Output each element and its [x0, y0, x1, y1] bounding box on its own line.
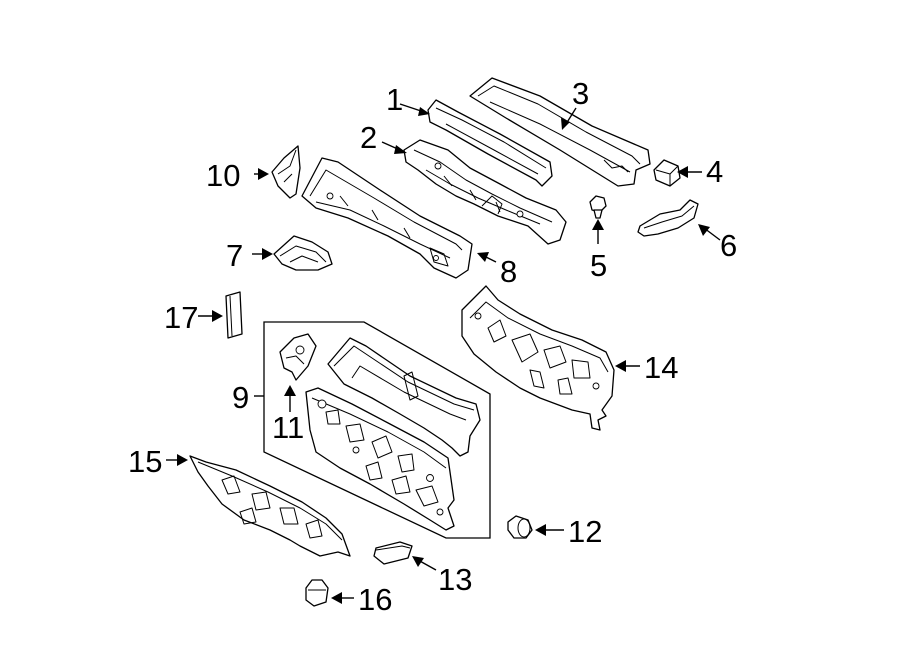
part-11-bracket — [279, 333, 317, 381]
callout-11: 11 — [272, 410, 304, 445]
callout-labels: 1 2 3 4 5 6 7 8 9 10 11 12 13 14 15 16 1… — [128, 76, 737, 617]
part-9-dash-panel — [305, 337, 481, 531]
part-16-grommet — [305, 579, 329, 607]
part-13-pad — [373, 541, 413, 565]
callout-8: 8 — [500, 254, 517, 289]
part-1-cowl-strip — [427, 99, 553, 187]
part-3-cowl-panel — [469, 77, 651, 187]
part-8-plenum-panel — [301, 157, 473, 279]
callout-5: 5 — [590, 248, 607, 283]
group-box-9 — [263, 321, 491, 539]
callout-9: 9 — [232, 380, 249, 415]
part-15-lower-insulator — [189, 455, 351, 557]
part-2-cowl-reinforcement — [403, 139, 567, 245]
part-10-side-bracket — [271, 145, 301, 199]
callout-12: 12 — [568, 514, 602, 549]
callout-1: 1 — [386, 82, 403, 117]
part-12-plug — [507, 515, 533, 539]
callout-14: 14 — [644, 350, 678, 385]
callout-6: 6 — [720, 228, 737, 263]
callout-7: 7 — [226, 238, 243, 273]
callout-4: 4 — [706, 154, 723, 189]
callout-10: 10 — [206, 158, 240, 193]
leaders — [166, 103, 721, 604]
callout-17: 17 — [164, 300, 198, 335]
callout-13: 13 — [438, 562, 472, 597]
part-17-pad — [225, 291, 243, 339]
part-14-dash-insulator — [461, 285, 615, 431]
part-6-bracket — [637, 199, 699, 237]
callout-16: 16 — [358, 582, 392, 617]
callout-15: 15 — [128, 444, 162, 479]
part-5-push-pin — [589, 195, 607, 219]
part-4-clip — [653, 159, 681, 187]
part-7-bracket — [273, 235, 333, 271]
callout-2: 2 — [360, 120, 377, 155]
callout-3: 3 — [572, 76, 589, 111]
